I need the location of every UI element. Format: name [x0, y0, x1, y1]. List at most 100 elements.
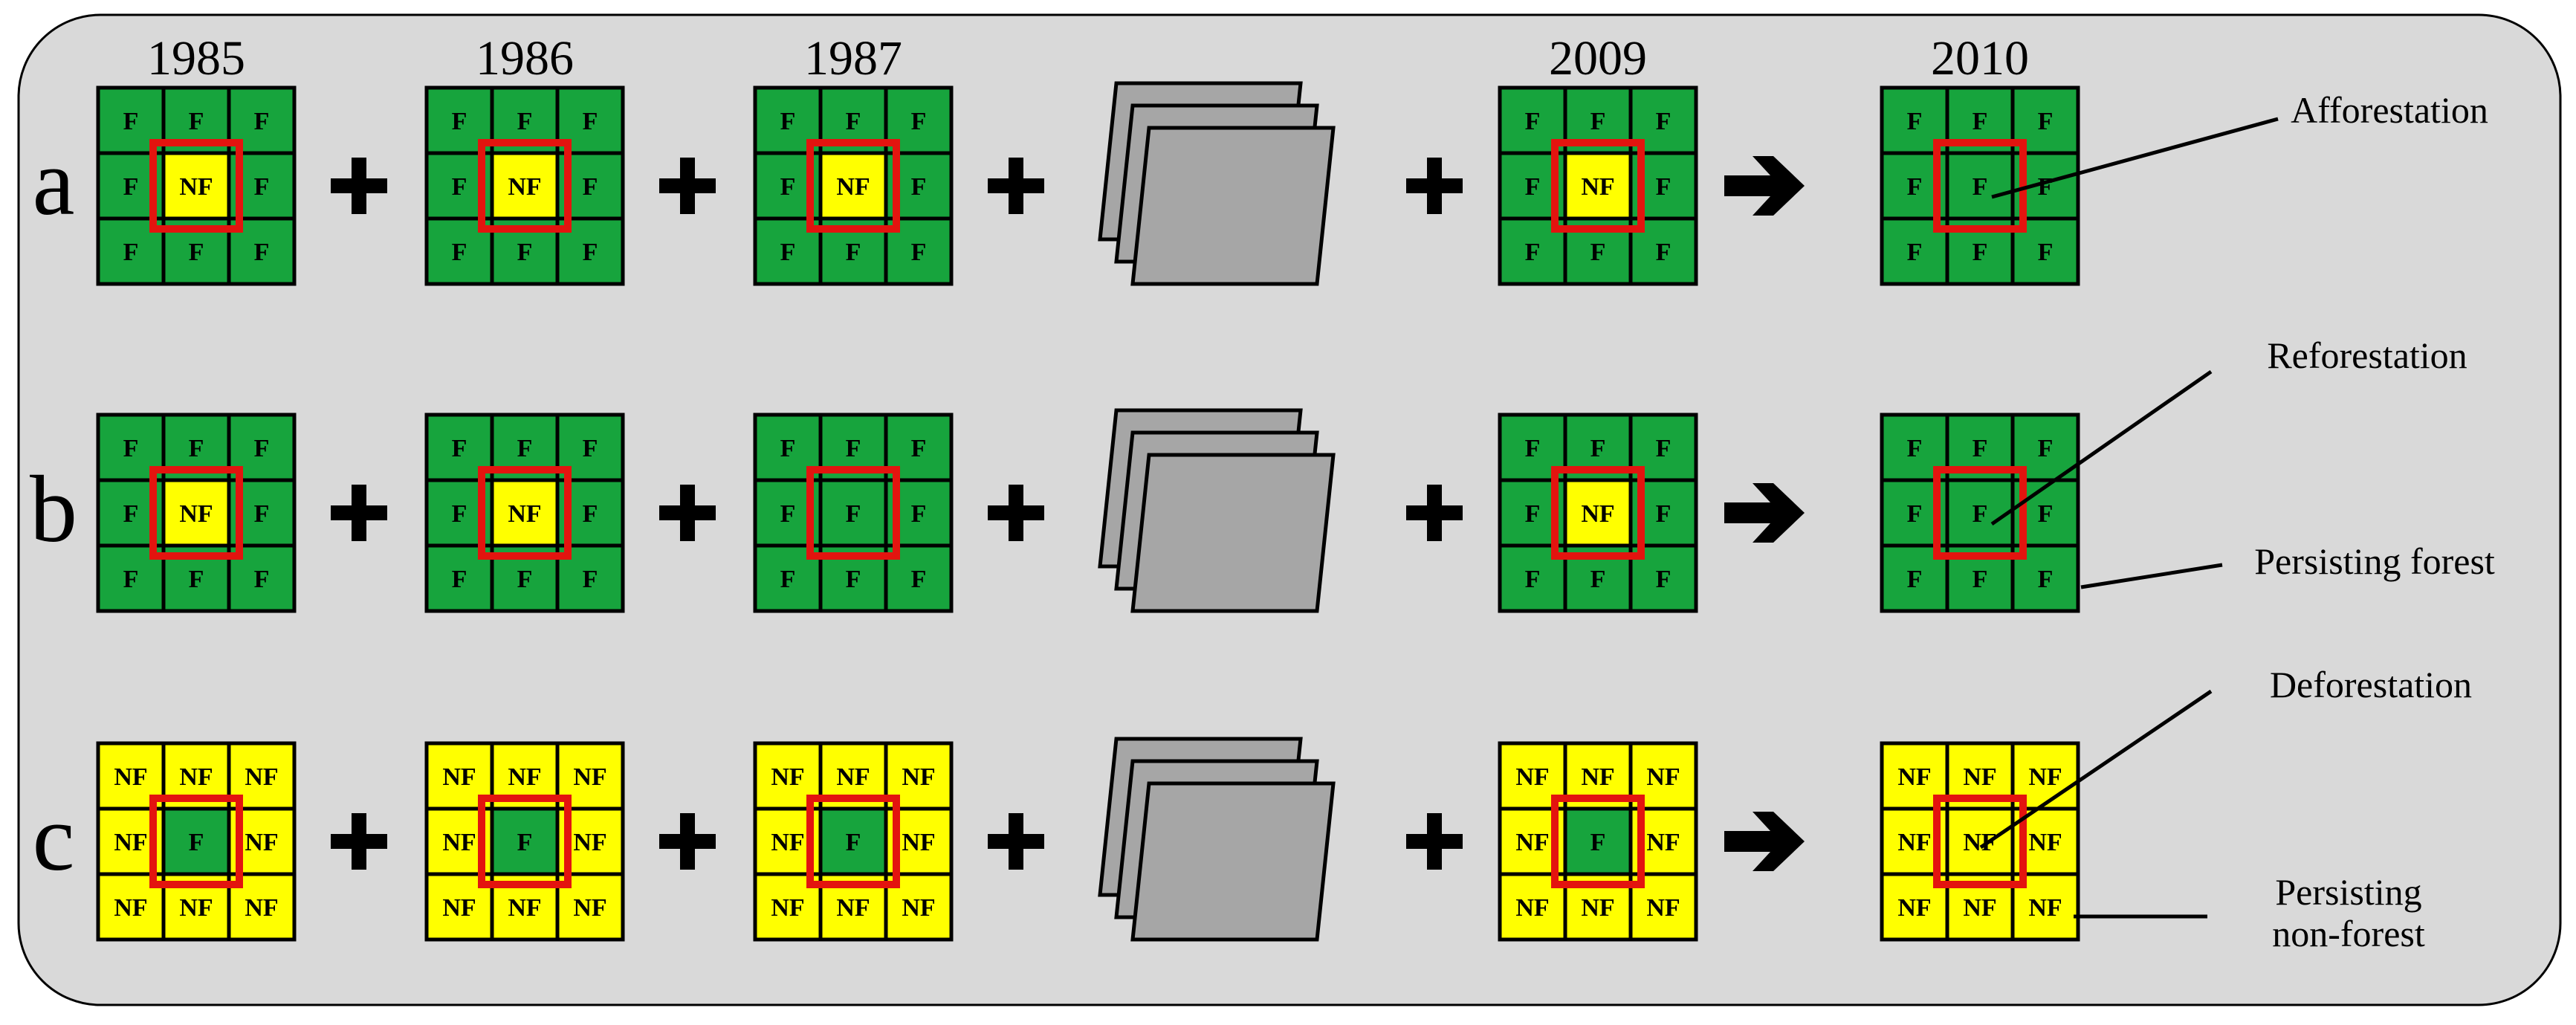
grid-cell-label: F: [1590, 566, 1606, 593]
annotation-label-a-0: Afforestation: [2291, 89, 2488, 131]
grid-cell-label: F: [517, 829, 533, 856]
grid-cell-label: F: [2038, 435, 2054, 462]
plus-icon: [352, 158, 366, 214]
grid-cell-label: NF: [1646, 763, 1680, 791]
grid-cell-label: F: [911, 108, 927, 135]
grid-cell-label: NF: [902, 894, 935, 922]
grid-cell-label: NF: [771, 829, 804, 856]
grid-cell-label: F: [846, 566, 861, 593]
center-highlight-box: [1551, 795, 1645, 888]
center-highlight-box: [149, 139, 243, 233]
grid-cell-label: NF: [442, 829, 476, 856]
right-arrow-icon: [1724, 483, 1805, 543]
year-label-2009: 2009: [1549, 31, 1647, 85]
grid-cell-label: F: [1907, 108, 1923, 135]
grid-cell-label: NF: [1515, 894, 1549, 922]
center-highlight-box: [1551, 466, 1645, 560]
grid-cell-label: NF: [114, 829, 147, 856]
grid-cell-label: F: [517, 108, 533, 135]
grid-cell-label: NF: [771, 763, 804, 791]
center-highlight-box: [478, 466, 572, 560]
grid-cell-label: NF: [902, 829, 935, 856]
image-stack-icon: [1130, 781, 1336, 942]
grid-cell-label: F: [452, 239, 467, 266]
grid-cell-label: F: [254, 500, 270, 528]
plus-icon: [1009, 485, 1023, 541]
plus-icon: [680, 158, 695, 214]
grid-cell-label: NF: [1646, 894, 1680, 922]
image-stack-icon: [1130, 126, 1336, 286]
grid-cell-label: F: [846, 500, 861, 528]
grid-cell-label: F: [1973, 566, 1988, 593]
annotation-label-b-0: Reforestation: [2267, 334, 2467, 376]
plus-icon: [1427, 158, 1442, 214]
plus-icon: [1009, 813, 1023, 870]
grid-cell-label: NF: [902, 763, 935, 791]
grid-cell-label: F: [517, 435, 533, 462]
plus-icon: [352, 485, 366, 541]
grid-cell-label: NF: [179, 763, 213, 791]
grid-cell-label: F: [123, 566, 139, 593]
grid-cell-label: F: [1973, 108, 1988, 135]
grid-cell-label: NF: [573, 894, 606, 922]
annotation-leader-line: [2080, 563, 2223, 589]
grid-cell-label: F: [846, 239, 861, 266]
grid-cell-label: F: [123, 500, 139, 528]
grid-cell-label: NF: [1897, 763, 1931, 791]
grid-cell-label: NF: [2028, 894, 2062, 922]
grid-cell-label: F: [911, 566, 927, 593]
grid-cell-label: F: [911, 239, 927, 266]
grid-cell-label: F: [1656, 435, 1672, 462]
annotation-label-b-1: Persisting forest: [2254, 540, 2495, 582]
grid-cell-label: F: [1590, 108, 1606, 135]
year-label-2010: 2010: [1931, 31, 2029, 85]
grid-cell-label: F: [1973, 500, 1988, 528]
grid-cell-label: F: [123, 239, 139, 266]
grid-cell-label: F: [1656, 108, 1672, 135]
grid-cell-label: F: [254, 239, 270, 266]
grid-cell-label: F: [254, 108, 270, 135]
annotation-label-c-0: Deforestation: [2270, 664, 2472, 705]
grid-cell-label: F: [583, 500, 598, 528]
grid-cell-label: F: [1525, 173, 1541, 201]
grid-cell-label: F: [1525, 500, 1541, 528]
grid-cell-nf: [490, 478, 560, 548]
grid-cell-label: NF: [1963, 894, 1996, 922]
grid-cell-label: F: [189, 108, 204, 135]
image-stack-icon: [1130, 453, 1336, 613]
grid-cell-label: NF: [245, 894, 278, 922]
grid-cell-label: F: [254, 566, 270, 593]
center-highlight-box: [149, 795, 243, 888]
grid-cell-label: F: [1656, 173, 1672, 201]
grid-cell-label: NF: [508, 173, 541, 201]
grid-cell-label: F: [1973, 239, 1988, 266]
grid-cell-label: NF: [442, 894, 476, 922]
grid-cell-label: NF: [2028, 763, 2062, 791]
grid-cell-label: NF: [836, 173, 870, 201]
grid-cell-label: F: [1525, 566, 1541, 593]
grid-cell-label: NF: [1515, 829, 1549, 856]
grid-cell-label: NF: [2028, 829, 2062, 856]
center-highlight-box: [1933, 795, 2027, 888]
grid-cell-label: F: [517, 566, 533, 593]
grid-cell-label: F: [254, 435, 270, 462]
plus-icon: [1009, 158, 1023, 214]
annotation-leader-line: [1979, 689, 2213, 850]
grid-cell-nf: [1628, 872, 1698, 942]
grid-cell-label: F: [452, 566, 467, 593]
grid-cell-label: F: [2038, 173, 2054, 201]
center-highlight-box: [806, 139, 900, 233]
grid-cell-label: F: [517, 239, 533, 266]
grid-cell-label: NF: [573, 763, 606, 791]
grid-cell-label: F: [123, 435, 139, 462]
grid-cell-label: NF: [179, 500, 213, 528]
grid-cell-label: F: [1907, 566, 1923, 593]
grid-cell-label: F: [1525, 435, 1541, 462]
grid-cell-label: F: [780, 173, 796, 201]
center-highlight-box: [806, 466, 900, 560]
annotation-leader-line: [1990, 369, 2213, 526]
annotation-label-c-1: non-forest: [2272, 913, 2425, 954]
grid-cell-label: NF: [508, 500, 541, 528]
grid-cell-label: F: [189, 239, 204, 266]
